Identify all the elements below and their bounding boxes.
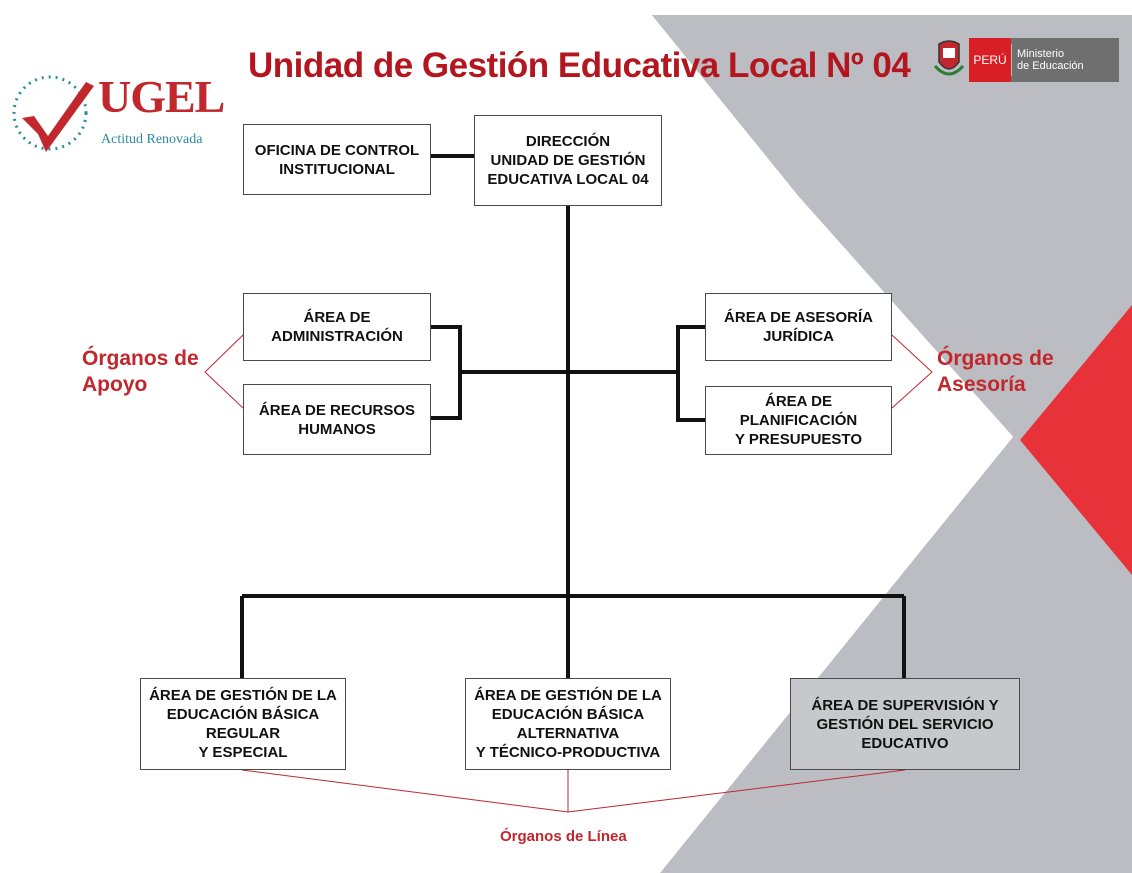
box-line: GESTIÓN DEL SERVICIO bbox=[816, 715, 994, 733]
box-line: ÁREA DE SUPERVISIÓN Y bbox=[811, 696, 999, 714]
ugel-logo-tagline: Actitud Renovada bbox=[101, 132, 203, 147]
checkmark-icon bbox=[12, 75, 94, 152]
box-line: ÁREA DE bbox=[303, 309, 371, 326]
box-line: ÁREA DE ASESORÍA bbox=[724, 309, 873, 326]
box-administracion: ÁREA DE ADMINISTRACIÓN bbox=[243, 293, 431, 361]
label-line: Asesoría bbox=[937, 373, 1026, 396]
ministry-line-2: de Educación bbox=[1017, 60, 1084, 72]
box-line: ÁREA DE GESTIÓN DE LA bbox=[149, 687, 337, 704]
box-asesoria-juridica: ÁREA DE ASESORÍA JURÍDICA bbox=[705, 293, 892, 361]
box-line: EDUCATIVO bbox=[861, 734, 949, 752]
box-line: Y PRESUPUESTO bbox=[735, 431, 862, 448]
box-line: EDUCACIÓN BÁSICA REGULAR bbox=[166, 706, 320, 742]
box-planificacion: ÁREA DE PLANIFICACIÓN Y PRESUPUESTO bbox=[705, 386, 892, 455]
box-line: ÁREA DE GESTIÓN DE LA bbox=[474, 687, 662, 704]
box-line: ÁREA DE PLANIFICACIÓN bbox=[739, 393, 858, 429]
ugel-logo bbox=[8, 58, 208, 168]
box-line: OFICINA DE CONTROL bbox=[254, 141, 420, 159]
box-line: DIRECCIÓN bbox=[525, 133, 611, 150]
box-line: Y ESPECIAL bbox=[198, 744, 288, 761]
box-line: ADMINISTRACIÓN bbox=[271, 328, 403, 345]
box-line: UNIDAD DE GESTIÓN bbox=[490, 152, 646, 169]
box-educacion-basica-alternativa: ÁREA DE GESTIÓN DE LA EDUCACIÓN BÁSICA AL… bbox=[465, 678, 671, 770]
label-organos-asesoria: Órganos de Asesoría bbox=[937, 346, 1054, 398]
box-direccion: DIRECCIÓN UNIDAD DE GESTIÓN EDUCATIVA LOCA… bbox=[474, 115, 662, 206]
ministry-label: Ministerio de Educación bbox=[1011, 38, 1119, 82]
label-line: Órganos de bbox=[82, 347, 199, 370]
ministry-line-1: Ministerio bbox=[1017, 48, 1065, 60]
box-line: ÁREA DE RECURSOS bbox=[258, 401, 416, 419]
box-line: JURÍDICA bbox=[763, 328, 834, 345]
label-line: Órganos de bbox=[937, 347, 1054, 370]
box-line: EDUCATIVA LOCAL 04 bbox=[487, 171, 649, 188]
box-educacion-basica-regular: ÁREA DE GESTIÓN DE LA EDUCACIÓN BÁSICA RE… bbox=[140, 678, 346, 770]
box-line: HUMANOS bbox=[298, 420, 376, 438]
label-line: Apoyo bbox=[82, 373, 148, 396]
coat-of-arms-icon bbox=[933, 40, 965, 76]
box-line: EDUCACIÓN BÁSICA ALTERNATIVA bbox=[491, 706, 645, 742]
label-organos-linea: Órganos de Línea bbox=[500, 828, 627, 845]
red-triangle bbox=[1020, 305, 1132, 575]
label-organos-apoyo: Órganos de Apoyo bbox=[82, 346, 199, 398]
box-line: INSTITUCIONAL bbox=[279, 160, 395, 178]
page-title: Unidad de Gestión Educativa Local Nº 04 bbox=[248, 46, 911, 85]
ugel-logo-name: UGEL bbox=[98, 71, 225, 122]
box-line: Y TÉCNICO-PRODUCTIVA bbox=[475, 744, 661, 761]
peru-label: PERÚ bbox=[969, 38, 1011, 82]
